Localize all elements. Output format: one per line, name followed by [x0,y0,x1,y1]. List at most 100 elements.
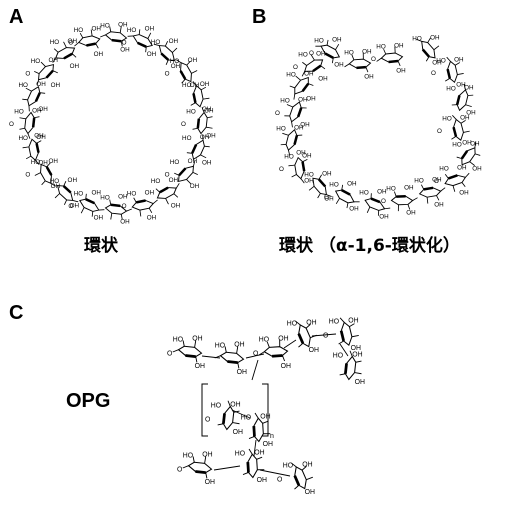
label-oh: OH [454,57,464,64]
label-ho: HO [74,190,84,197]
ring-bold-edge [86,42,96,47]
label-ho: HO [31,159,41,166]
sugar-ring [453,118,464,141]
label-ho: HO [259,337,270,344]
sugar-ring [320,44,341,59]
sugar-ring [298,324,311,348]
label-oh: OH [145,189,155,196]
label-ho: HO [298,52,308,59]
sugar-ring [304,59,324,72]
label-oh: OH [351,345,361,352]
label-oh: OH [205,479,215,486]
label-o: O [309,50,314,57]
substituent-bonds [19,116,40,139]
label-oh: OH [200,134,210,141]
label-oh: OH [206,133,216,140]
label-o: O [122,203,127,210]
label-oh: OH [300,122,310,129]
ring-bold-edge [227,360,238,364]
label-ho: HO [287,321,298,328]
label-oh: OH [120,219,130,226]
label-ho: HO [452,142,462,149]
substituent-bonds [80,193,105,217]
ring-bold-edge [179,70,187,80]
label-oh: OH [36,81,46,88]
ring-bold-edge [271,354,283,358]
substituent-bonds [22,87,46,112]
ring-bold-edge [246,461,250,473]
sugar-ring [55,47,76,59]
label-ho: HO [182,135,192,142]
panel-a-caption: 環状 [84,236,118,256]
label-ho: HO [284,154,294,161]
label-o: O [181,121,186,128]
label-oh: OH [318,76,328,83]
label-oh: OH [147,51,157,58]
label-oh: OH [38,106,48,113]
label-ho: HO [100,23,110,30]
label-o: O [68,203,73,210]
ring-bold-edge [356,65,367,70]
sugar-ring [380,52,404,63]
ring-bold-edge [111,38,122,43]
label-oh: OH [200,81,210,88]
label-oh: OH [171,63,181,70]
substituent-bonds [172,340,198,363]
label-oh: OH [348,318,358,325]
label-oh: OH [147,214,157,221]
label-oh: OH [334,62,344,69]
ring-bold-edge [388,59,399,64]
ring-bold-edge [341,189,351,196]
label-ho: HO [386,186,396,193]
substituent-bonds [100,26,123,47]
substituent-bonds [445,56,464,82]
label-oh: OH [68,38,78,45]
label-o: O [437,128,442,135]
ring-bold-edge [196,118,201,129]
substituent-bonds [153,41,178,65]
substituent-bonds [451,115,470,140]
ring-bold-edge [45,69,54,79]
label-oh: OH [466,110,476,117]
label-o: O [277,476,283,483]
substituent-bonds [109,199,132,220]
label-o: O [323,332,329,339]
ring-bold-edge [31,117,36,128]
label-oh: OH [263,441,273,448]
label-o: O [371,56,376,63]
label-o: O [431,70,436,77]
label-oh: OH [202,159,212,166]
ring-bold-edge [370,197,381,204]
ring-bold-edge [195,470,206,474]
label-oh: OH [237,369,247,376]
label-o: O [324,194,329,201]
ring-bold-edge [460,150,469,160]
label-ho: HO [127,27,137,34]
label-o: O [9,121,14,128]
label-oh: OH [464,85,474,92]
ring-bold-edge [159,186,169,194]
